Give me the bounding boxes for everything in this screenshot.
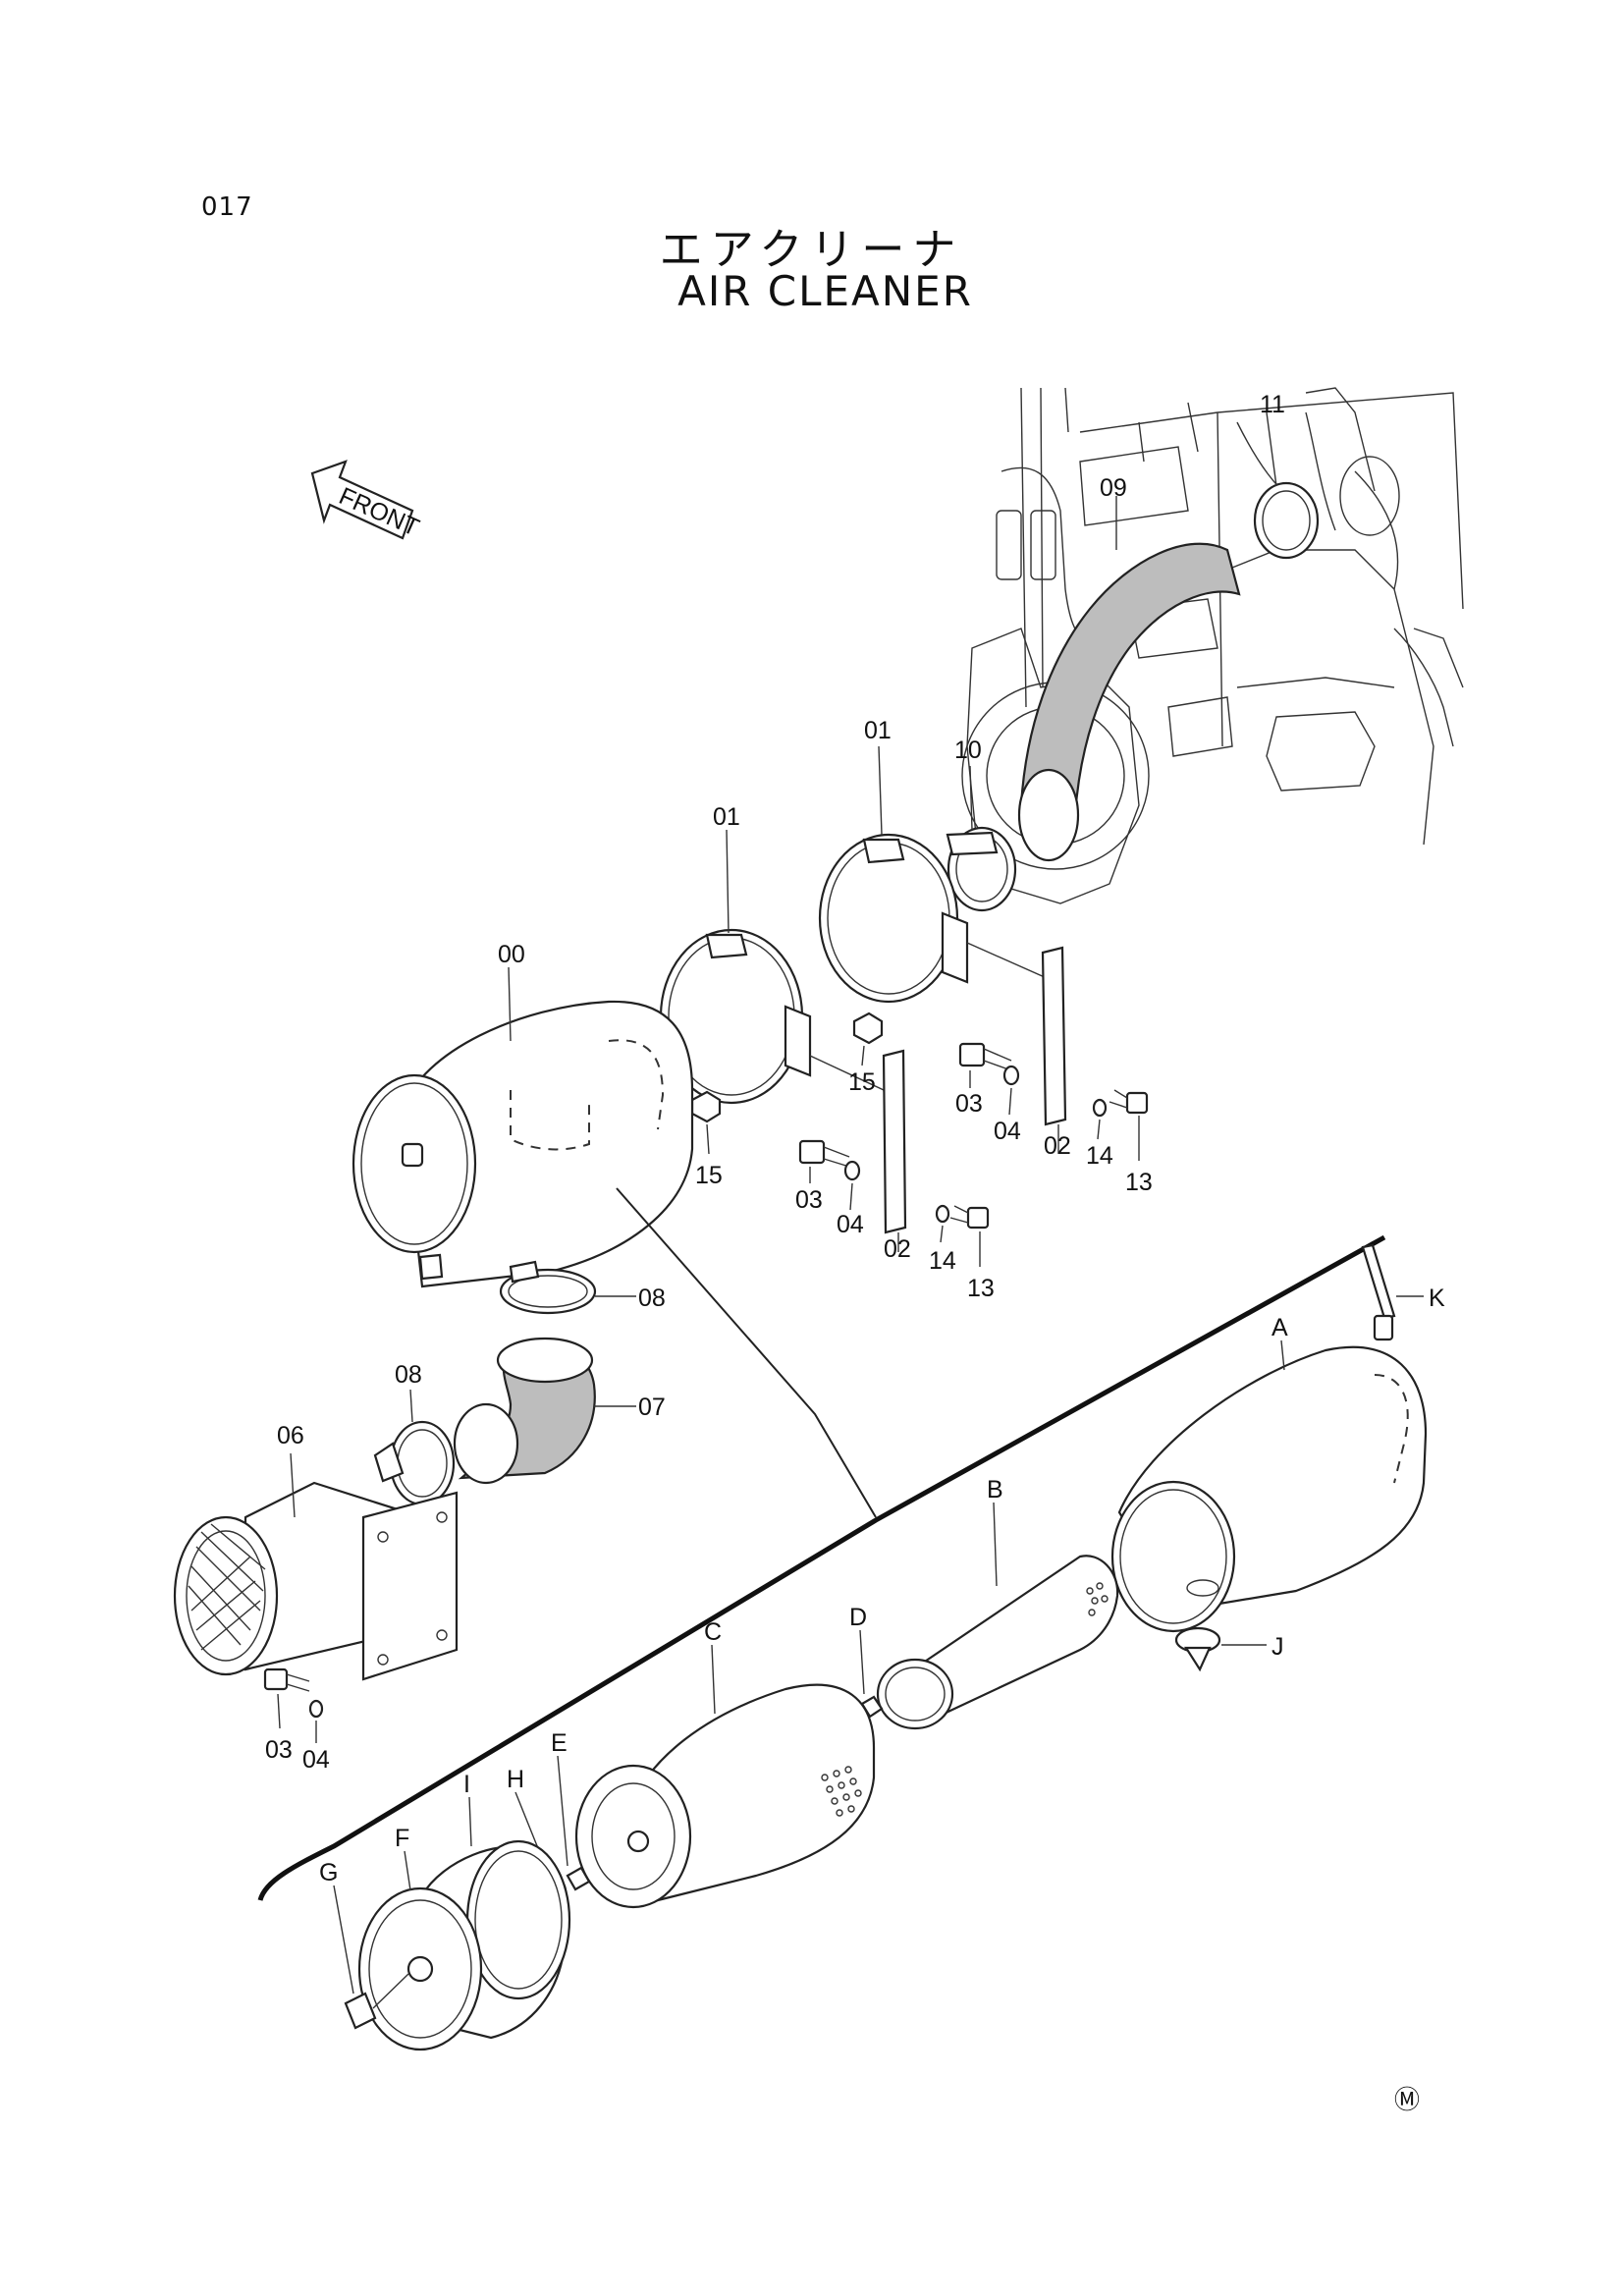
part-F-cap	[357, 1850, 483, 2051]
callout-11: 11	[1260, 391, 1285, 418]
callout-14-left: 14	[929, 1247, 956, 1275]
callout-08-lower: 08	[395, 1361, 422, 1389]
callout-K: K	[1429, 1285, 1445, 1312]
fasteners-right	[958, 1042, 1149, 1161]
callout-09: 09	[1100, 474, 1127, 502]
callout-13-left: 13	[967, 1275, 995, 1302]
callout-G: G	[319, 1859, 338, 1886]
part-08-clamp-lower	[373, 1389, 456, 1506]
part-00-air-cleaner-assembly	[352, 966, 694, 1288]
callout-E: E	[551, 1729, 568, 1757]
part-G-wing-nut	[344, 1992, 377, 2030]
callout-15-left: 15	[695, 1162, 723, 1189]
callout-00: 00	[498, 941, 525, 968]
leader-line-exploded	[616, 1187, 877, 1518]
part-02-bracket-left	[882, 1049, 907, 1234]
callout-03-inlet: 03	[265, 1736, 293, 1764]
callout-03-left: 03	[795, 1186, 823, 1214]
part-01-band-left	[659, 829, 890, 1150]
page-number: 017	[201, 192, 253, 222]
part-J-evacuator-valve	[1174, 1626, 1267, 1672]
part-09-hose-end	[1017, 768, 1080, 862]
part-11-clamp	[1253, 481, 1320, 560]
callout-04-inlet: 04	[302, 1746, 330, 1774]
callout-01-left: 01	[713, 803, 740, 831]
callout-03-right: 03	[955, 1090, 983, 1118]
part-K-indicator-tube	[1361, 1243, 1396, 1320]
callout-A: A	[1271, 1314, 1288, 1341]
front-label: FRONT	[335, 482, 423, 542]
part-02-bracket-right	[1041, 946, 1067, 1126]
part-B-safety-element	[876, 1502, 1119, 1730]
callout-J: J	[1271, 1633, 1284, 1661]
title-japanese: エアクリーナ	[659, 225, 964, 275]
part-15-nut-left	[690, 1090, 722, 1123]
callout-07: 07	[638, 1394, 666, 1421]
callout-B: B	[987, 1476, 1003, 1503]
callout-C: C	[704, 1618, 722, 1646]
part-C-primary-element	[574, 1644, 876, 1909]
title-english: AIR CLEANER	[677, 267, 973, 315]
callout-F: F	[395, 1825, 409, 1852]
part-08-clamp-upper	[499, 1260, 636, 1315]
part-A-outer-housing	[1110, 1339, 1428, 1633]
callout-D: D	[849, 1604, 867, 1631]
callout-02-left: 02	[884, 1235, 911, 1263]
callout-H: H	[507, 1766, 524, 1793]
callout-08-upper: 08	[638, 1285, 666, 1312]
callout-I: I	[463, 1771, 470, 1798]
callout-13-right: 13	[1125, 1169, 1153, 1196]
exploded-section-divider	[257, 1234, 1386, 1901]
callout-02-right: 02	[1044, 1132, 1071, 1160]
callout-15-right: 15	[848, 1068, 876, 1096]
callout-01-right: 01	[864, 717, 892, 744]
part-01-band-right	[818, 745, 1061, 1042]
part-06-air-inlet	[173, 1452, 459, 1743]
callout-04-left: 04	[837, 1211, 864, 1238]
part-E-wing-nut	[566, 1866, 591, 1891]
callout-06: 06	[277, 1422, 304, 1449]
front-arrow-icon: FRONT	[310, 460, 423, 542]
fasteners-left	[798, 1139, 990, 1267]
m-mark-symbol: Ⓜ	[1394, 2086, 1421, 2115]
callout-10: 10	[954, 737, 982, 764]
callout-04-right: 04	[994, 1118, 1021, 1145]
part-15-nut-right	[852, 1011, 884, 1045]
callout-14-right: 14	[1086, 1142, 1113, 1170]
